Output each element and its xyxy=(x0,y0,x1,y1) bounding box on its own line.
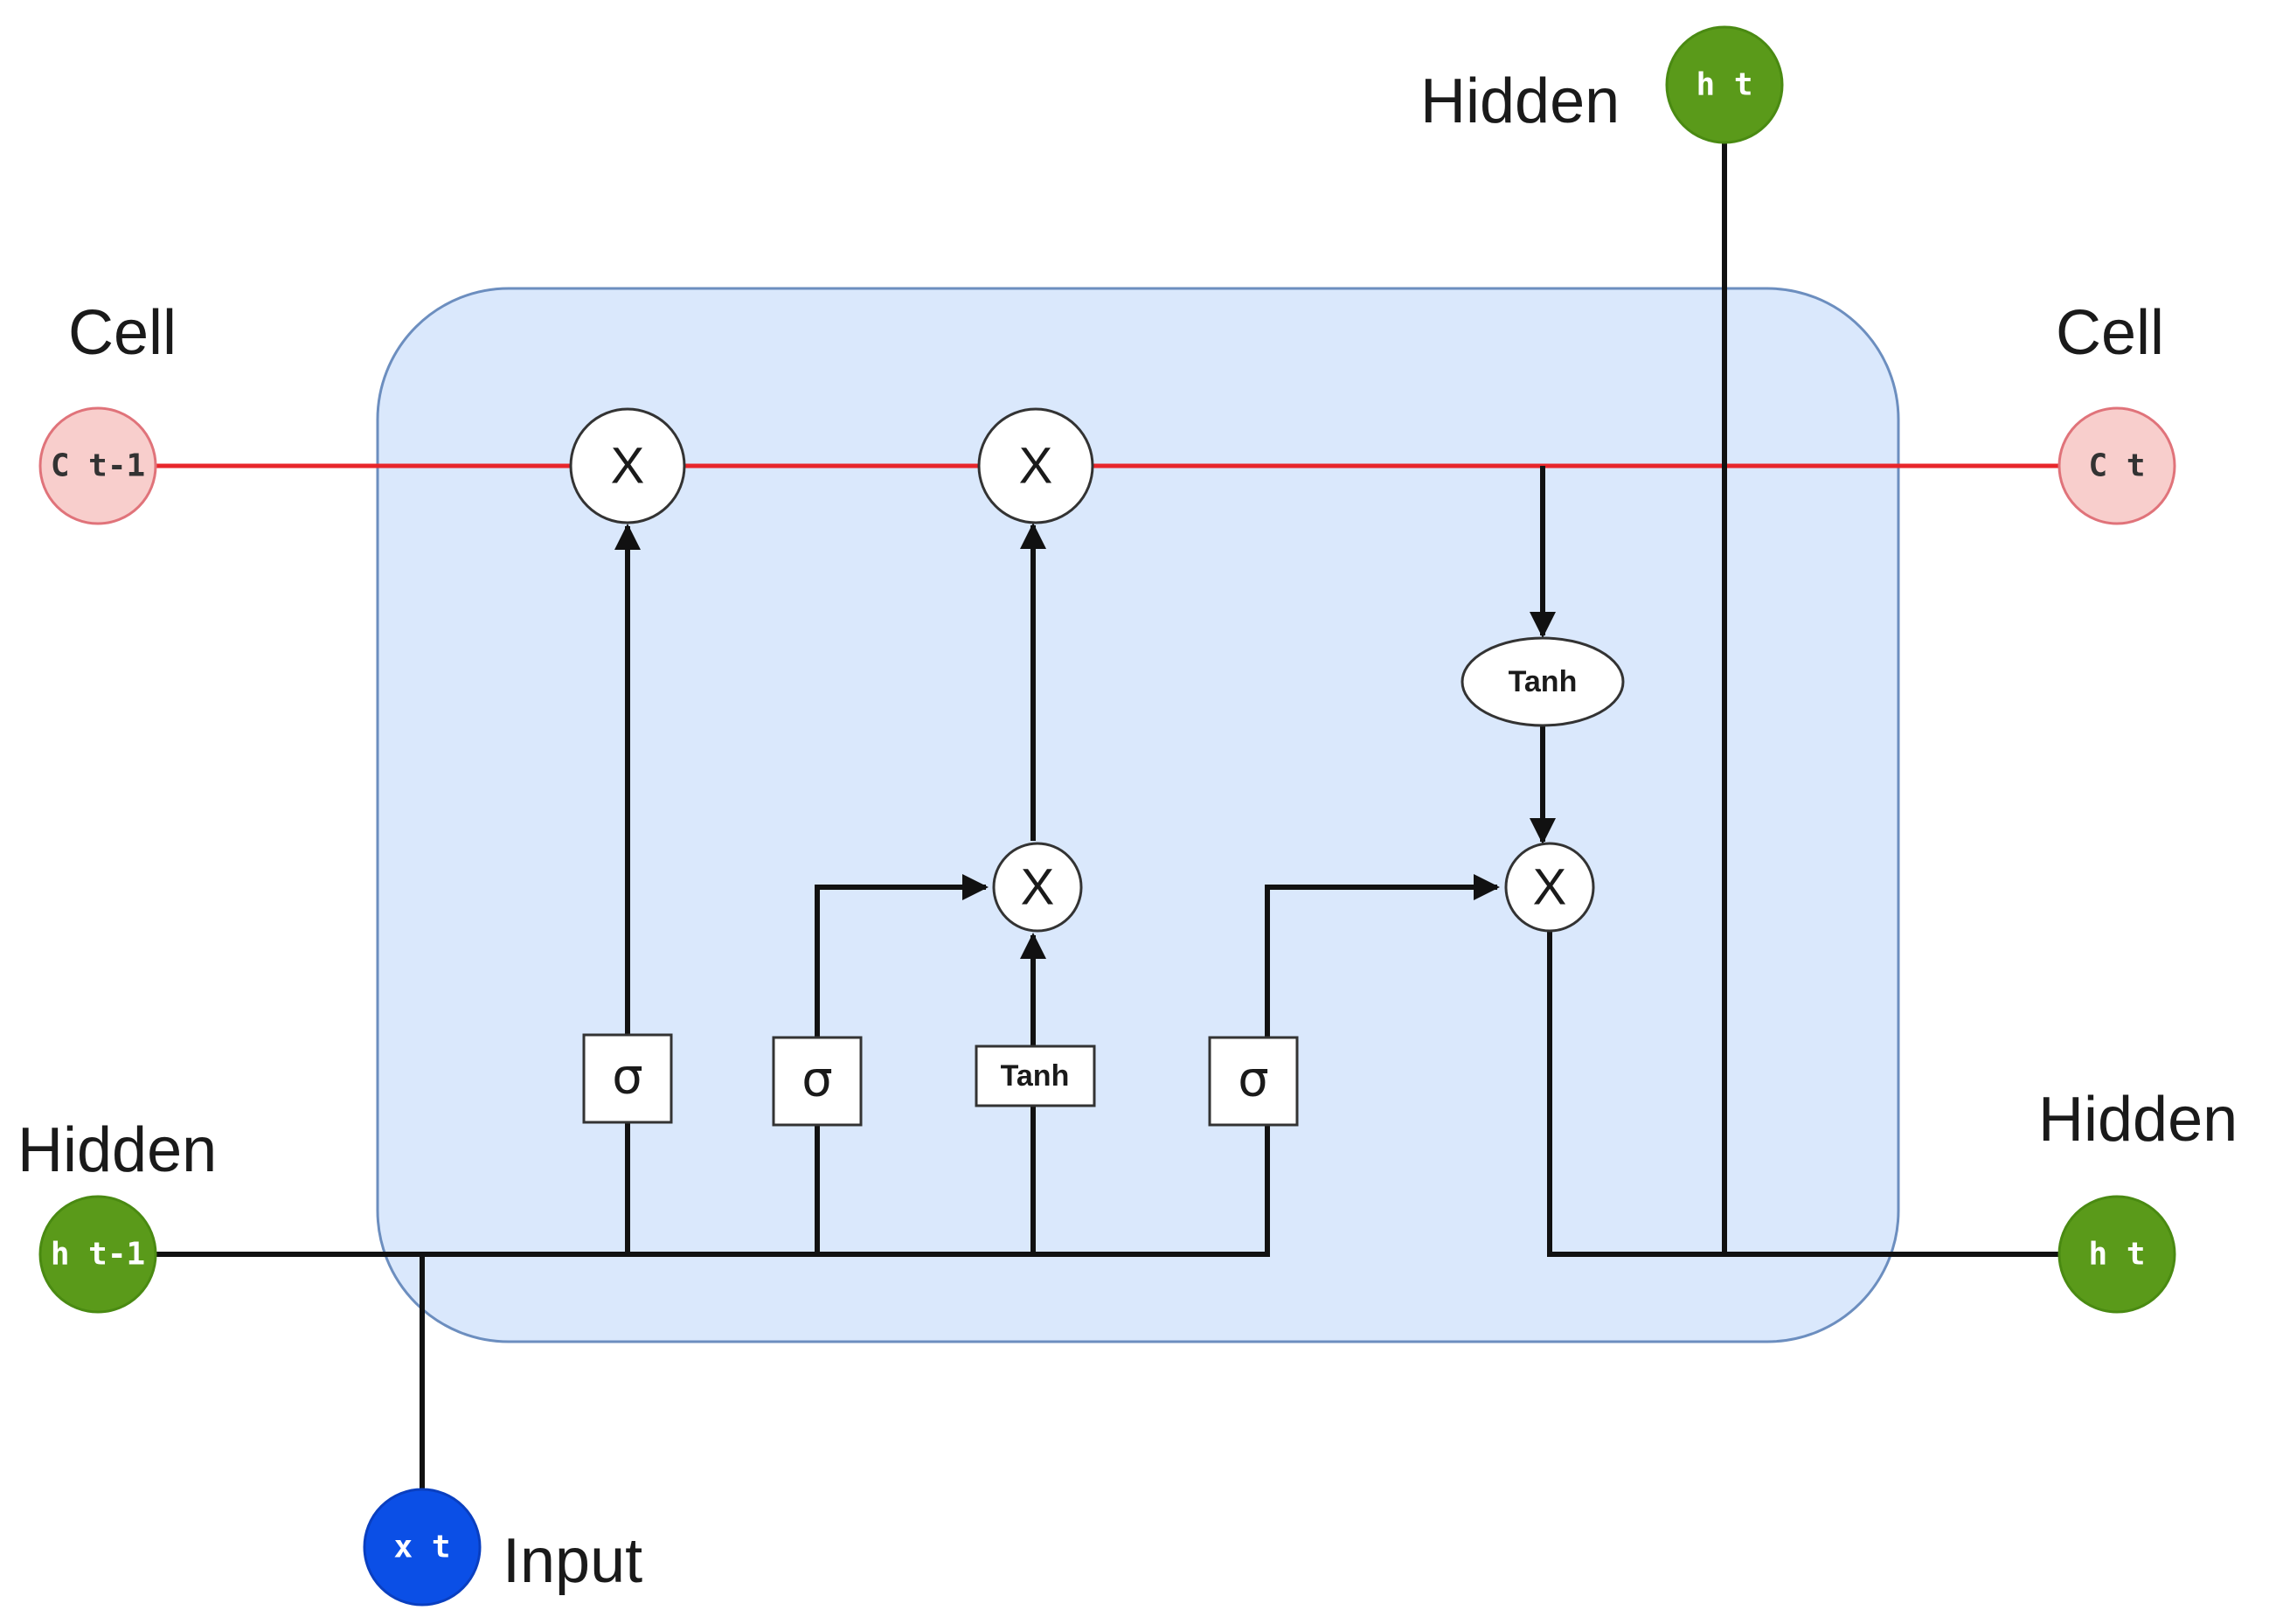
c-prev-node: C t-1 xyxy=(38,406,157,525)
cell-tanh: Tanh xyxy=(1461,636,1625,727)
h-t-top-label: h t xyxy=(1696,67,1752,103)
hidden-top-label: Hidden xyxy=(1420,66,1620,136)
output-multiply-label: X xyxy=(1533,859,1567,916)
forget-multiply-label: X xyxy=(611,438,645,495)
input-multiply-node: X xyxy=(992,842,1083,933)
c-t-node: C t xyxy=(2057,406,2176,525)
input-gate-arrow xyxy=(815,874,989,1038)
cell-right-label: Cell xyxy=(2056,298,2164,368)
output-hidden-wire xyxy=(1547,931,2063,1257)
h-t-right-label: h t xyxy=(2088,1237,2145,1273)
candidate-gate-label: Tanh xyxy=(1001,1059,1070,1093)
output-multiply-node: X xyxy=(1504,842,1595,933)
output-gate-arrow xyxy=(1265,874,1500,1038)
c-prev-label: C t-1 xyxy=(51,448,145,484)
cell-tanh-label: Tanh xyxy=(1509,665,1578,698)
h-t-top-node: h t xyxy=(1665,25,1784,144)
forget-gate-label: σ xyxy=(612,1049,643,1106)
input-gate: σ xyxy=(772,1036,863,1127)
input-multiply-label: X xyxy=(1021,859,1055,916)
hidden-right-label: Hidden xyxy=(2038,1085,2238,1155)
h-prev-label: h t-1 xyxy=(51,1237,145,1273)
lstm-cell-box xyxy=(376,287,1900,1343)
h-t-right-node: h t xyxy=(2057,1195,2176,1314)
cell-multiply-label: X xyxy=(1019,438,1053,495)
forget-gate: σ xyxy=(582,1033,673,1124)
output-gate-wire xyxy=(628,1125,1270,1257)
cell-multiply-node: X xyxy=(977,407,1094,524)
candidate-gate: Tanh xyxy=(975,1044,1096,1107)
input-gate-label: σ xyxy=(801,1051,833,1108)
h-prev-node: h t-1 xyxy=(38,1195,157,1314)
output-gate-label: σ xyxy=(1238,1051,1269,1108)
cell-left-label: Cell xyxy=(68,298,177,368)
output-gate: σ xyxy=(1208,1036,1299,1127)
x-t-node: x t xyxy=(363,1488,482,1607)
input-label: Input xyxy=(503,1526,642,1596)
hidden-left-label: Hidden xyxy=(17,1115,217,1185)
forget-multiply-node: X xyxy=(569,407,686,524)
c-t-label: C t xyxy=(2088,448,2145,484)
x-t-label: x t xyxy=(393,1530,450,1565)
